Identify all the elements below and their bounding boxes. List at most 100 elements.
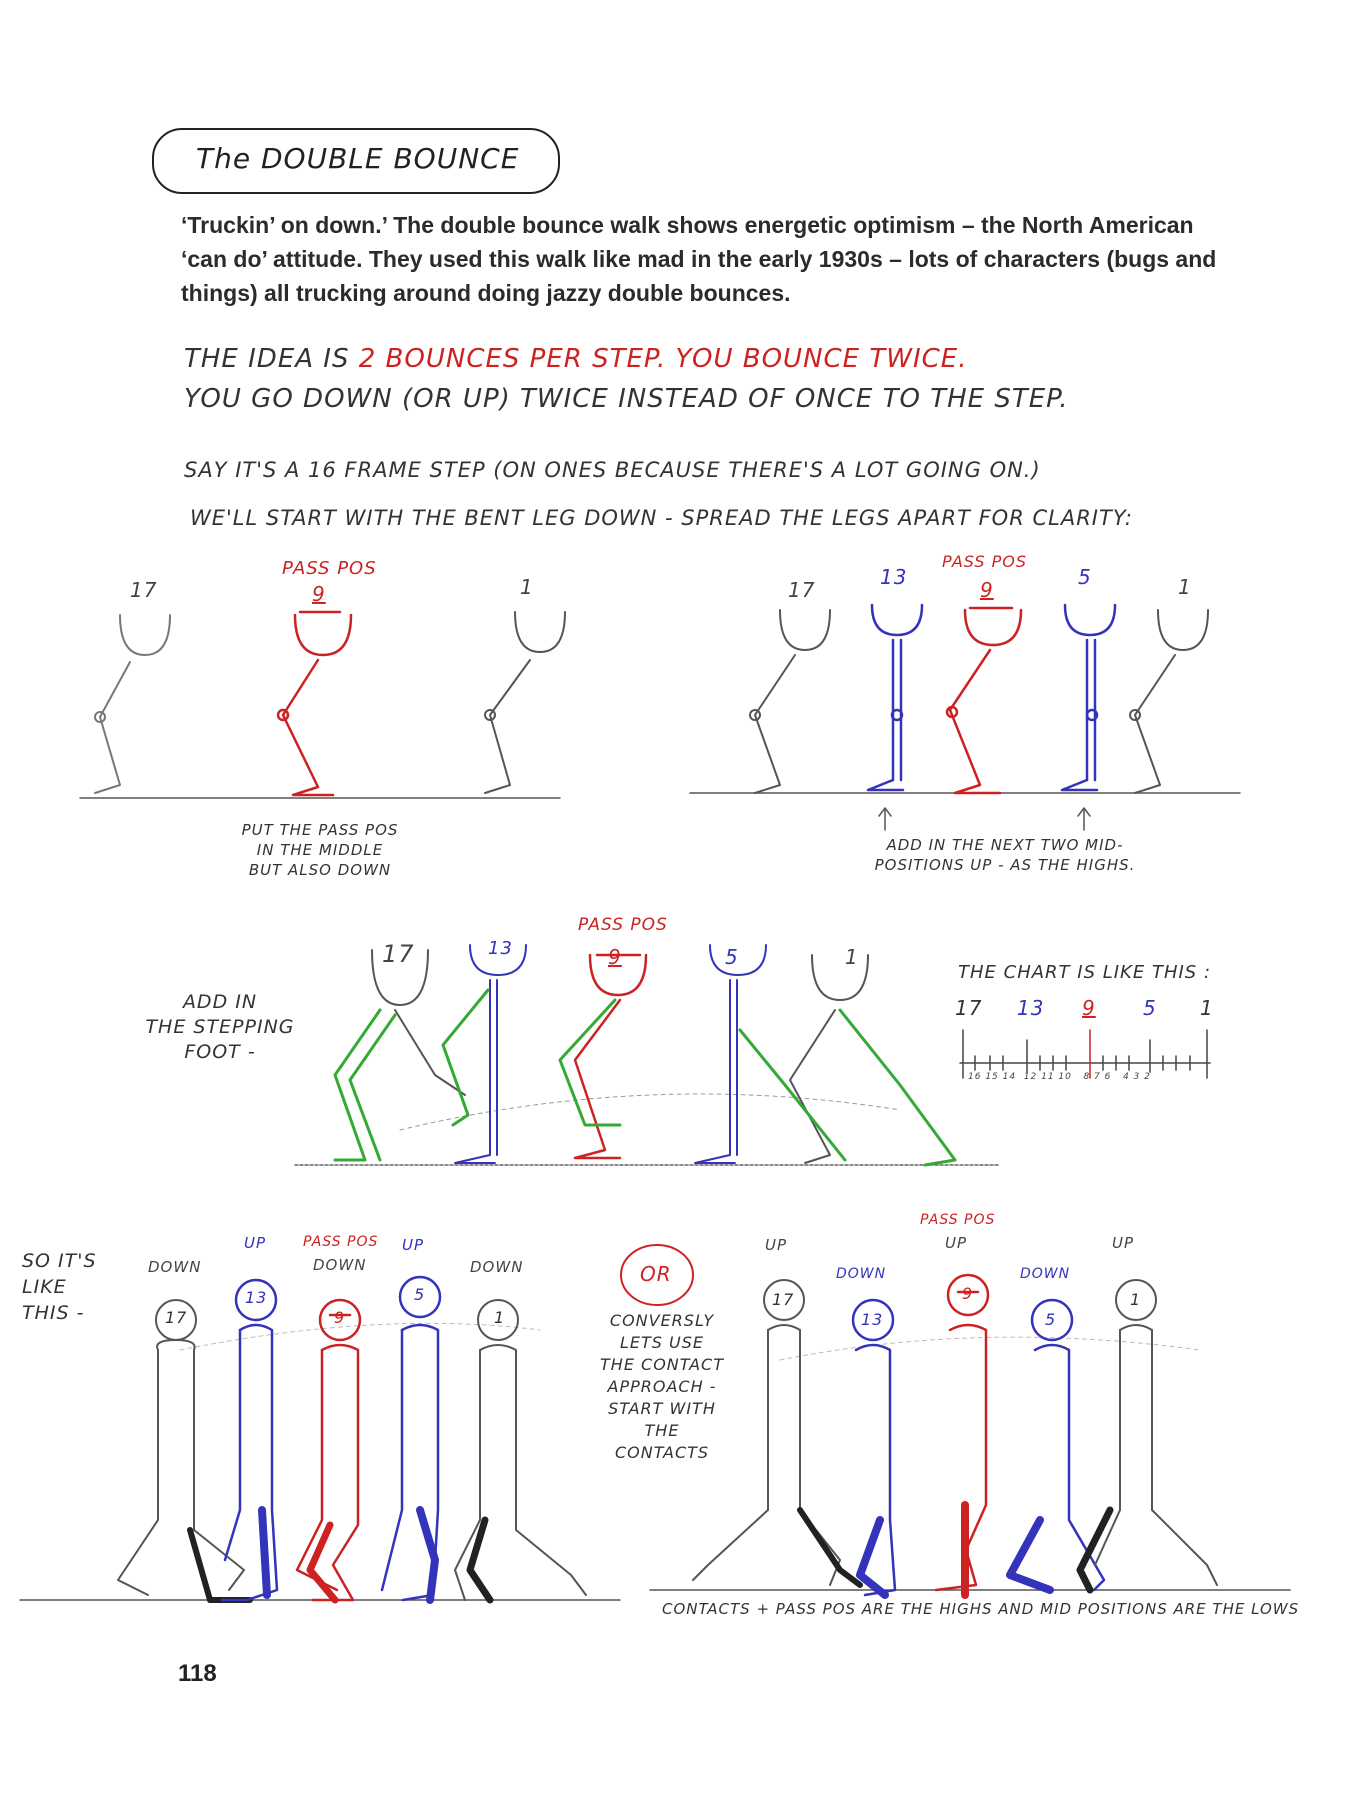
row2-fig-1 bbox=[789, 954, 869, 1164]
row2-fig-17-step bbox=[333, 1008, 397, 1162]
conversely-line-5: START WITH bbox=[608, 1399, 716, 1418]
idea-line-2: YOU GO DOWN (OR UP) TWICE INSTEAD OF ONC… bbox=[184, 384, 1069, 414]
row3-fig-5 bbox=[380, 1275, 442, 1602]
row3-fig-13 bbox=[220, 1278, 279, 1602]
row1r-label-pass: PASS POS bbox=[942, 552, 1028, 571]
row3r-num-5: 5 bbox=[1045, 1310, 1057, 1329]
row3r-tag-up-1: UP bbox=[1112, 1234, 1135, 1252]
row3r-tag-up-17: UP bbox=[765, 1236, 788, 1254]
conversely-line-1: CONVERSLY bbox=[609, 1311, 715, 1330]
row3-side-line-1: SO IT'S bbox=[22, 1250, 97, 1272]
row3-fig-9-leg bbox=[306, 1521, 339, 1604]
row3r-num-17: 17 bbox=[772, 1290, 795, 1309]
row3r-fig-1-leg bbox=[1076, 1506, 1114, 1594]
row3r-fig-17-leg bbox=[797, 1507, 863, 1588]
row3r-fig-1 bbox=[1094, 1279, 1218, 1586]
chart-key-17: 17 bbox=[955, 996, 983, 1020]
row3-tag-down-1: DOWN bbox=[470, 1258, 524, 1276]
chart-key-9: 9 bbox=[1082, 996, 1096, 1020]
row3-num-13: 13 bbox=[245, 1288, 268, 1307]
say-line-1: SAY IT'S A 16 FRAME STEP (ON ONES BECAUS… bbox=[184, 458, 1041, 482]
row2-label-pass: PASS POS bbox=[578, 915, 668, 935]
row2-fig-5 bbox=[694, 944, 767, 1164]
row1r-label-1: 1 bbox=[1178, 575, 1192, 599]
row3r-num-9: 9 bbox=[962, 1284, 974, 1303]
row3r-fig-13-leg bbox=[856, 1516, 889, 1599]
row2-label-5: 5 bbox=[725, 945, 739, 969]
say-line-2: WE'LL START WITH THE BENT LEG DOWN - SPR… bbox=[190, 506, 1133, 530]
row1-label-1: 1 bbox=[520, 575, 534, 599]
row2-label-17: 17 bbox=[382, 940, 415, 968]
timing-chart bbox=[959, 1029, 1211, 1079]
row3r-tag-down-5: DOWN bbox=[1020, 1266, 1071, 1282]
row3-fig-5-leg bbox=[416, 1506, 439, 1604]
row1r-label-13: 13 bbox=[880, 565, 908, 589]
chart-key-1: 1 bbox=[1200, 996, 1214, 1020]
row3-side-line-2: LIKE bbox=[22, 1276, 67, 1298]
row3-num-5: 5 bbox=[414, 1285, 426, 1304]
row2-fig-9 bbox=[573, 953, 648, 1160]
row2-side-line-2: THE STEPPING bbox=[145, 1016, 295, 1038]
row2-fig-13-step bbox=[441, 988, 490, 1127]
row2-fig-1-step bbox=[738, 1008, 957, 1167]
caption-left-line-1: PUT THE PASS POS bbox=[241, 821, 399, 839]
conversely-line-7: CONTACTS bbox=[614, 1443, 710, 1462]
row3r-fig-17 bbox=[692, 1279, 841, 1586]
row3-footer: CONTACTS + PASS POS ARE THE HIGHS AND MI… bbox=[662, 1600, 1300, 1618]
row3r-num-13: 13 bbox=[861, 1310, 884, 1329]
row3-fig-13-leg bbox=[258, 1506, 271, 1599]
row2-side-label: ADD IN THE STEPPING FOOT - bbox=[140, 990, 300, 1065]
row1-fig-1 bbox=[484, 611, 566, 794]
row3r-tag-down-13: DOWN bbox=[836, 1266, 887, 1282]
page-number: 118 bbox=[178, 1660, 217, 1687]
row1-label-pass: PASS POS bbox=[282, 558, 377, 579]
row3-tag-down-17: DOWN bbox=[148, 1258, 202, 1276]
title-frame bbox=[152, 128, 560, 194]
row2-arc bbox=[399, 1093, 901, 1131]
row3r-fig-13 bbox=[851, 1298, 897, 1597]
idea-line-1: THE IDEA IS 2 BOUNCES PER STEP. YOU BOUN… bbox=[184, 344, 967, 374]
row3r-fig-5 bbox=[1030, 1298, 1106, 1592]
row1r-fig-13 bbox=[866, 603, 924, 792]
row2-fig-13 bbox=[454, 944, 527, 1164]
intro-paragraph: ‘Truckin’ on down.’ The double bounce wa… bbox=[181, 212, 1217, 306]
row3r-tag-up-9: UP bbox=[945, 1234, 968, 1252]
row2-label-9: 9 bbox=[608, 945, 622, 969]
chart-key-13: 13 bbox=[1017, 996, 1045, 1020]
row1r-label-5: 5 bbox=[1078, 565, 1092, 589]
row3-tag-down-9: DOWN bbox=[313, 1256, 367, 1274]
row3-num-17: 17 bbox=[165, 1308, 188, 1327]
row2-side-line-1: ADD IN bbox=[182, 991, 258, 1013]
row2-fig-17 bbox=[371, 949, 466, 1096]
row2-fig-9-step bbox=[558, 998, 622, 1127]
row1r-fig-17 bbox=[749, 609, 831, 794]
idea-line-1-a: THE IDEA IS bbox=[184, 344, 350, 374]
row1r-label-17: 17 bbox=[788, 578, 816, 602]
caption-left-line-3: BUT ALSO DOWN bbox=[248, 861, 392, 879]
row1r-fig-5 bbox=[1060, 603, 1117, 792]
arrow-up-5 bbox=[1077, 807, 1091, 831]
row3r-fig-5-leg bbox=[1006, 1516, 1054, 1594]
row1r-label-9: 9 bbox=[980, 578, 994, 602]
row1-caption-left: PUT THE PASS POS IN THE MIDDLE BUT ALSO … bbox=[225, 820, 415, 880]
row2-label-13: 13 bbox=[488, 938, 513, 959]
row3-side-label: SO IT'S LIKE THIS - bbox=[22, 1248, 112, 1326]
conversely-line-6: THE bbox=[644, 1421, 680, 1440]
row1-label-9: 9 bbox=[312, 582, 326, 606]
row1-fig-17 bbox=[94, 614, 171, 794]
row3-tag-pass: PASS POS bbox=[303, 1234, 379, 1250]
row3-fig-1 bbox=[454, 1299, 587, 1601]
conversely-line-2: LETS USE bbox=[619, 1333, 704, 1352]
chart-key-5: 5 bbox=[1143, 996, 1157, 1020]
row3-num-9: 9 bbox=[334, 1308, 346, 1327]
row2-side-line-3: FOOT - bbox=[184, 1041, 256, 1063]
or-label: OR bbox=[640, 1262, 672, 1286]
row3r-tag-pass: PASS POS bbox=[920, 1212, 996, 1228]
row3-fig-1-leg bbox=[466, 1516, 494, 1604]
row1-fig-9-pass bbox=[276, 610, 353, 797]
page-title: The DOUBLE BOUNCE bbox=[196, 142, 520, 175]
row1r-fig-1 bbox=[1129, 609, 1209, 794]
caption-left-line-2: IN THE MIDDLE bbox=[256, 841, 384, 859]
row3-fig-9 bbox=[295, 1298, 362, 1602]
